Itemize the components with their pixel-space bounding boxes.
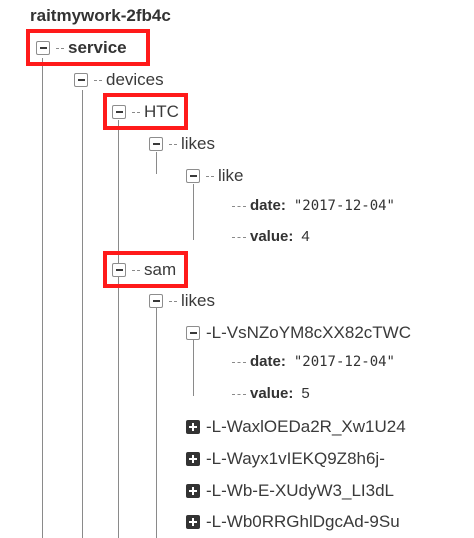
expand-icon[interactable]	[186, 452, 200, 466]
connector-htc-date	[232, 206, 246, 207]
tree-line-htc	[118, 120, 119, 250]
tree-line-root	[42, 58, 43, 538]
root-label: raitmywork-2fb4c	[30, 6, 171, 25]
collapsed-entry-3[interactable]: -L-Wb-E-XUdyW3_LI3dL	[186, 481, 394, 501]
collapse-icon[interactable]	[112, 263, 126, 277]
connector-dash	[94, 79, 102, 81]
collapse-icon[interactable]	[112, 105, 126, 119]
connector-sam-value	[232, 394, 246, 395]
htc-like-value-row[interactable]: value: 4	[250, 228, 310, 245]
sam-label: sam	[144, 260, 177, 279]
connector-dash	[132, 269, 140, 271]
service-node[interactable]: service	[36, 38, 127, 58]
field-key: value:	[250, 385, 294, 402]
tree-line-service	[82, 90, 83, 538]
collapse-icon[interactable]	[186, 326, 200, 340]
htc-label: HTC	[144, 102, 179, 121]
root-node[interactable]: raitmywork-2fb4c	[30, 6, 171, 26]
htc-like-date-row[interactable]: date: "2017-12-04"	[250, 197, 395, 214]
tree-line-sam-likes	[156, 308, 157, 538]
collapse-icon[interactable]	[186, 169, 200, 183]
collapsed-entry-1[interactable]: -L-WaxlOEDa2R_Xw1U24	[186, 417, 406, 437]
expand-icon[interactable]	[186, 515, 200, 529]
field-value[interactable]: "2017-12-04"	[293, 353, 395, 370]
field-key: date:	[250, 197, 286, 214]
devices-node[interactable]: devices	[74, 70, 164, 90]
collapsed-entry-label: -L-Wayx1vIEKQ9Z8h6j-	[206, 449, 385, 468]
htc-likes-node[interactable]: likes	[149, 134, 215, 154]
sam-entry-label: -L-VsNZoYM8cXX82cTWC	[206, 323, 411, 342]
tree-line-htc-like	[193, 184, 194, 240]
htc-node[interactable]: HTC	[112, 102, 179, 122]
collapsed-entry-2[interactable]: -L-Wayx1vIEKQ9Z8h6j-	[186, 449, 385, 469]
collapse-icon[interactable]	[36, 41, 50, 55]
htc-likes-label: likes	[181, 134, 216, 153]
tree-line-sam-entry	[193, 340, 194, 396]
field-value[interactable]: 5	[301, 385, 310, 402]
sam-likes-label: likes	[181, 291, 216, 310]
devices-label: devices	[106, 70, 164, 89]
connector-dash	[56, 47, 64, 49]
connector-dash	[132, 111, 140, 113]
expand-icon[interactable]	[186, 420, 200, 434]
field-value[interactable]: "2017-12-04"	[293, 197, 395, 214]
collapse-icon[interactable]	[74, 73, 88, 87]
htc-like-label: like	[218, 166, 244, 185]
field-value[interactable]: 4	[301, 228, 310, 245]
tree-line-devices	[118, 250, 119, 538]
connector-htc-value	[232, 237, 246, 238]
expand-icon[interactable]	[186, 484, 200, 498]
sam-likes-node[interactable]: likes	[149, 291, 215, 311]
field-key: date:	[250, 353, 286, 370]
collapsed-entry-label: -L-Wb-E-XUdyW3_LI3dL	[206, 481, 395, 500]
collapsed-entry-label: -L-Wb0RRGhlDgcAd-9Su	[206, 512, 400, 531]
field-key: value:	[250, 228, 294, 245]
sam-entry-date-row[interactable]: date: "2017-12-04"	[250, 353, 395, 370]
connector-dash	[169, 300, 177, 302]
sam-entry-value-row[interactable]: value: 5	[250, 385, 310, 402]
sam-node[interactable]: sam	[112, 260, 176, 280]
sam-entry-node[interactable]: -L-VsNZoYM8cXX82cTWC	[186, 323, 411, 343]
collapsed-entry-4[interactable]: -L-Wb0RRGhlDgcAd-9Su	[186, 512, 400, 532]
service-label: service	[68, 38, 127, 57]
htc-like-node[interactable]: like	[186, 166, 244, 186]
collapse-icon[interactable]	[149, 137, 163, 151]
tree-line-htc-likes	[156, 152, 157, 174]
collapsed-entry-label: -L-WaxlOEDa2R_Xw1U24	[206, 417, 406, 436]
connector-sam-date	[232, 362, 246, 363]
connector-dash	[169, 143, 177, 145]
connector-dash	[206, 175, 214, 177]
collapse-icon[interactable]	[149, 294, 163, 308]
